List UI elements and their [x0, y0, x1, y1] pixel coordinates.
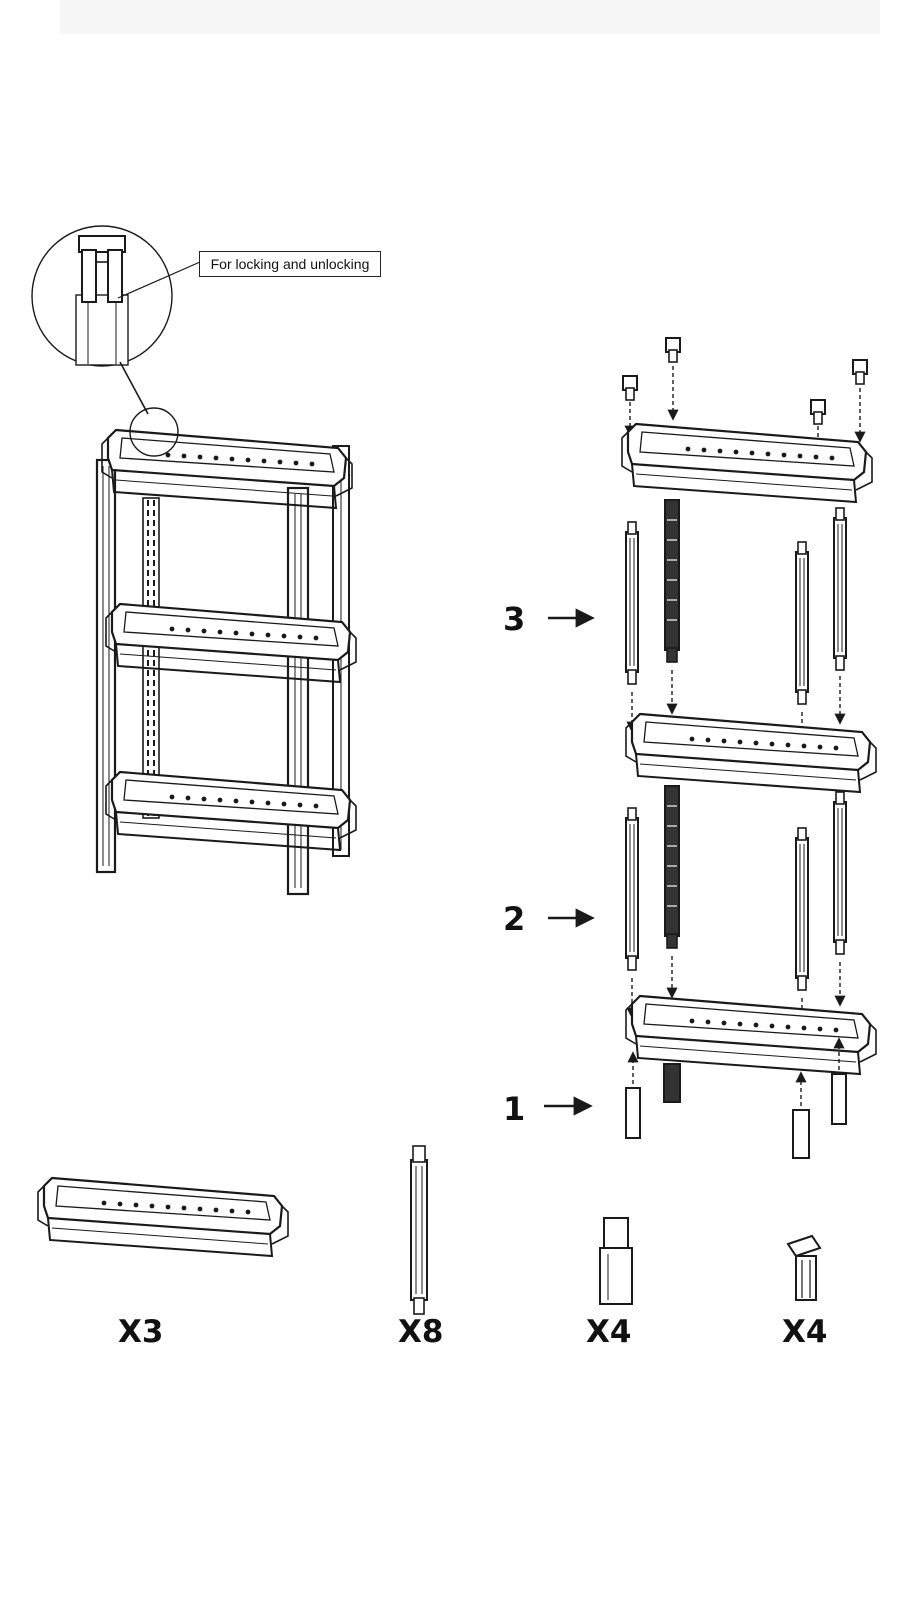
step-label-2: 2: [503, 900, 526, 938]
step-label-1: 1: [503, 1090, 526, 1128]
top-cap-quantity: X4: [782, 1314, 828, 1350]
part-foot: [599, 1217, 633, 1305]
pole-quantity: X8: [398, 1314, 444, 1350]
exploded-assembly: [544, 337, 878, 1159]
step-label-3: 3: [503, 600, 526, 638]
part-pole: [410, 1145, 428, 1315]
shelf-quantity: X3: [118, 1314, 164, 1350]
locking-callout: For locking and unlocking: [199, 251, 381, 277]
part-top-cap: [786, 1234, 822, 1301]
top-band: [60, 0, 880, 34]
assembled-shelf: [95, 428, 358, 896]
parts-list: [36, 1145, 822, 1315]
lock-detail-magnifier: [31, 225, 201, 457]
foot-quantity: X4: [586, 1314, 632, 1350]
